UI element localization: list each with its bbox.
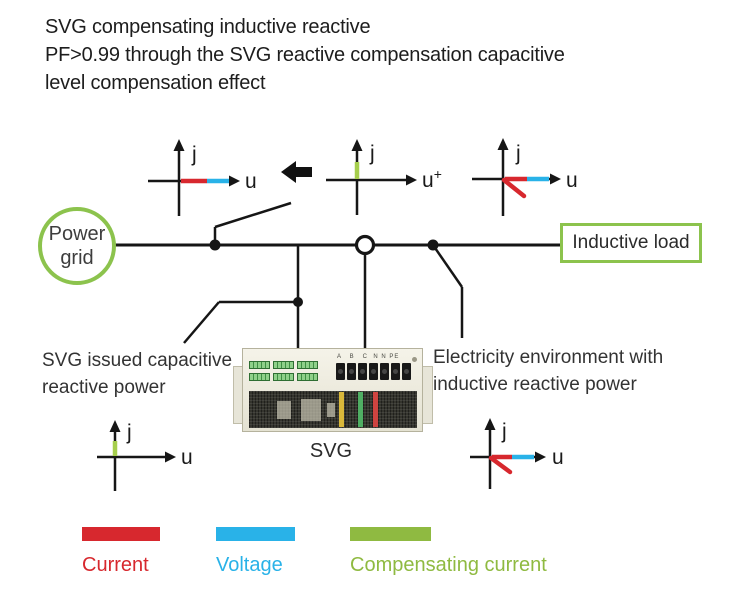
legend-swatch-voltage bbox=[216, 527, 295, 541]
axis-u-label: u bbox=[245, 170, 257, 193]
wire-green bbox=[358, 392, 363, 427]
green-terminal-block bbox=[249, 373, 270, 381]
load-note-leader bbox=[431, 244, 464, 338]
junction-dot-load bbox=[427, 239, 439, 251]
phasor-svg-output: j u+ bbox=[326, 139, 442, 215]
note-left-line2: reactive power bbox=[42, 377, 166, 398]
junction-dot-leader bbox=[293, 297, 303, 307]
left-arrow-icon bbox=[281, 161, 312, 183]
figure-title: SVG compensating inductive reactive PF>0… bbox=[45, 13, 565, 97]
device-body: A B C N N PE bbox=[242, 348, 423, 432]
device-vent-grille bbox=[249, 391, 417, 428]
svg-device-image: A B C N N PE bbox=[233, 348, 433, 433]
note-left-line1: SVG issued capacitive bbox=[42, 350, 233, 371]
power-grid-label-line1: Power bbox=[48, 223, 106, 245]
green-terminal-block bbox=[249, 361, 270, 369]
phasor-grid-result: j u bbox=[148, 139, 257, 216]
axis-u-label: u bbox=[181, 446, 193, 469]
note-svg-capacitive: SVG issued capacitive reactive power bbox=[42, 347, 232, 401]
title-line-1: SVG compensating inductive reactive bbox=[45, 16, 371, 38]
lagging-current-vector bbox=[488, 455, 513, 475]
svg-device-caption: SVG bbox=[309, 440, 353, 462]
axis-j-label: j bbox=[369, 142, 375, 165]
axis-j-label: j bbox=[191, 143, 197, 166]
phasor-svg-injected: j u bbox=[97, 420, 193, 491]
title-line-2: PF>0.99 through the SVG reactive compens… bbox=[45, 44, 565, 66]
phasor-load-environment: j u bbox=[470, 418, 564, 489]
axis-right-arrow-icon bbox=[229, 175, 240, 187]
terminal bbox=[369, 363, 378, 380]
axis-right-arrow-icon bbox=[406, 174, 417, 186]
axis-up-arrow-icon bbox=[484, 418, 496, 430]
ct-ring bbox=[354, 234, 376, 256]
axis-right-arrow-icon bbox=[165, 451, 176, 463]
axis-u-base: u bbox=[422, 169, 434, 192]
junction-dot-switch bbox=[209, 239, 221, 251]
axis-up-arrow-icon bbox=[351, 139, 363, 151]
legend-label-voltage: Voltage bbox=[216, 554, 283, 576]
device-screw bbox=[412, 357, 417, 362]
terminal bbox=[347, 363, 356, 380]
internal-connector bbox=[327, 403, 335, 417]
note-right-line1: Electricity environment with bbox=[433, 347, 664, 368]
terminal bbox=[402, 363, 411, 380]
axis-j-label: j bbox=[126, 421, 132, 444]
inductive-load-node: Inductive load bbox=[560, 223, 702, 263]
wire-red bbox=[373, 392, 378, 427]
legend-swatch-current bbox=[82, 527, 160, 541]
axis-up-arrow-icon bbox=[497, 138, 509, 150]
inductive-load-label: Inductive load bbox=[572, 232, 690, 253]
green-terminal-block bbox=[273, 361, 294, 369]
device-terminal-labels: A B C N N PE bbox=[337, 354, 400, 360]
internal-connector bbox=[277, 401, 291, 419]
green-terminal-block bbox=[273, 373, 294, 381]
axis-j-label: j bbox=[501, 420, 507, 443]
axis-up-arrow-icon bbox=[109, 420, 121, 432]
axis-up-arrow-icon bbox=[173, 139, 185, 151]
disconnect-switch bbox=[213, 201, 292, 245]
note-right-line2: inductive reactive power bbox=[433, 374, 637, 395]
legend-item-voltage: Voltage bbox=[216, 527, 295, 577]
legend-item-compensating: Compensating current bbox=[350, 527, 547, 577]
terminal bbox=[380, 363, 389, 380]
terminal bbox=[336, 363, 345, 380]
phasor-load: j u bbox=[472, 138, 578, 216]
wire-yellow bbox=[339, 392, 344, 427]
power-grid-node: Power grid bbox=[38, 207, 116, 285]
lagging-current-vector bbox=[501, 177, 527, 199]
axis-j-label: j bbox=[515, 142, 521, 165]
svg-branch-left bbox=[183, 245, 300, 352]
note-inductive-environment: Electricity environment with inductive r… bbox=[433, 344, 663, 398]
title-line-3: level compensation effect bbox=[45, 72, 266, 94]
axis-right-arrow-icon bbox=[550, 173, 561, 185]
terminal bbox=[391, 363, 400, 380]
green-terminal-block bbox=[297, 361, 318, 369]
axis-u-label: u bbox=[552, 446, 564, 469]
legend-item-current: Current bbox=[82, 527, 160, 577]
internal-connector bbox=[301, 399, 321, 421]
legend-swatch-compensating bbox=[350, 527, 431, 541]
power-grid-label-line2: grid bbox=[60, 247, 94, 269]
terminal bbox=[358, 363, 367, 380]
device-mount-ear-right bbox=[422, 366, 433, 424]
legend-label-current: Current bbox=[82, 554, 149, 576]
axis-u-label: u bbox=[566, 169, 578, 192]
legend-label-compensating: Compensating current bbox=[350, 554, 547, 576]
axis-u-plus-label: u+ bbox=[422, 166, 442, 192]
green-terminal-block bbox=[297, 373, 318, 381]
device-terminal-strip bbox=[336, 363, 411, 380]
axis-right-arrow-icon bbox=[535, 451, 546, 463]
axis-u-superscript: + bbox=[434, 166, 442, 182]
